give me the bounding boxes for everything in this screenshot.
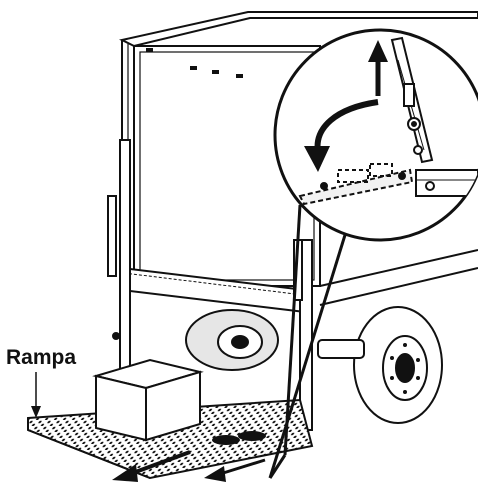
- deploy-arrow: [112, 450, 191, 482]
- liftgate-columns: [107, 139, 313, 431]
- axle-tube: [317, 339, 365, 359]
- ramp-label: Rampa: [6, 346, 77, 369]
- callout-leaders: [268, 204, 347, 479]
- rear-wheel-right: [353, 306, 443, 424]
- release-arrow: [204, 458, 266, 482]
- detail-callout: [273, 28, 478, 242]
- rear-wheel-left: [185, 309, 279, 371]
- cargo-box: [92, 358, 204, 442]
- ramp-pointer: [31, 372, 41, 418]
